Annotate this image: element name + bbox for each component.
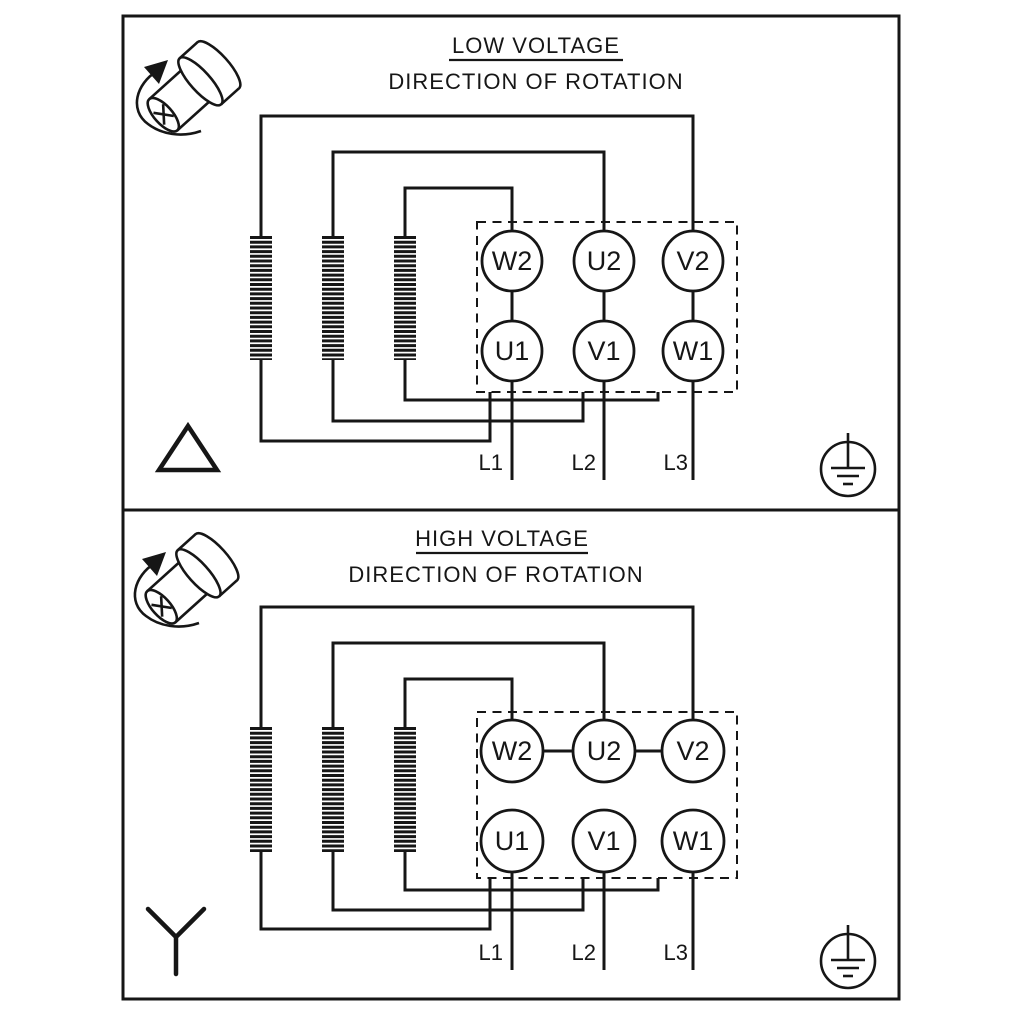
terminal-u2 [571, 718, 637, 784]
wire-outer-loop [259, 114, 695, 236]
earth-ground-icon [819, 431, 877, 498]
panel-subtitle: DIRECTION OF ROTATION [388, 69, 683, 94]
wire-mid-loop [331, 641, 606, 727]
terminal-box [476, 221, 738, 393]
terminal-v2 [660, 718, 726, 784]
wire-return-2 [331, 852, 585, 912]
panel-title: HIGH VOLTAGE [415, 526, 589, 551]
supply-label-l1: L1 [479, 450, 503, 475]
wire-return-1 [403, 852, 660, 892]
terminal-w1 [661, 319, 725, 383]
terminal-label-u1: U1 [495, 826, 530, 856]
wire-return-2 [331, 360, 585, 423]
wire-return-3 [259, 360, 492, 443]
terminal-w2 [480, 229, 544, 293]
terminal-label-w2: W2 [492, 736, 533, 766]
terminal-label-w2: W2 [492, 246, 533, 276]
terminal-label-v2: V2 [676, 736, 709, 766]
terminal-v2 [661, 229, 725, 293]
wire-outer-loop [259, 605, 695, 727]
diagram-border [121, 14, 901, 1001]
wire-inner-loop [403, 186, 514, 236]
terminal-v1 [571, 808, 637, 874]
terminal-w1 [660, 808, 726, 874]
panel-title: LOW VOLTAGE [452, 33, 620, 58]
terminal-label-v1: V1 [587, 826, 620, 856]
delta-connection-icon [154, 421, 222, 473]
terminal-label-u1: U1 [495, 336, 530, 366]
terminal-label-u2: U2 [587, 736, 622, 766]
terminal-u1 [479, 808, 545, 874]
terminal-label-w1: W1 [673, 826, 714, 856]
supply-label-l2: L2 [572, 940, 596, 965]
wire-inner-loop [403, 677, 514, 727]
wire-return-3 [259, 852, 492, 931]
shaft-rotation-icon [132, 526, 246, 638]
terminal-label-w1: W1 [673, 336, 714, 366]
terminal-label-u2: U2 [587, 246, 622, 276]
supply-label-l2: L2 [572, 450, 596, 475]
terminal-label-v2: V2 [676, 246, 709, 276]
wire-mid-loop [331, 150, 606, 236]
high-voltage-panel: HIGH VOLTAGE DIRECTION OF ROTATION [132, 526, 877, 990]
wire-return-1 [403, 360, 660, 402]
star-connection-icon [145, 906, 207, 977]
terminal-u1 [480, 319, 544, 383]
terminal-box [476, 711, 738, 879]
earth-ground-icon [819, 923, 877, 990]
shaft-rotation-icon [134, 34, 248, 146]
supply-label-l1: L1 [479, 940, 503, 965]
supply-label-l3: L3 [664, 940, 688, 965]
terminal-u2 [572, 229, 636, 293]
terminal-w2 [479, 718, 545, 784]
terminal-v1 [572, 319, 636, 383]
panel-subtitle: DIRECTION OF ROTATION [348, 562, 643, 587]
supply-label-l3: L3 [664, 450, 688, 475]
low-voltage-panel: LOW VOLTAGE DIRECTION OF ROTATION [134, 33, 877, 498]
terminal-label-v1: V1 [587, 336, 620, 366]
